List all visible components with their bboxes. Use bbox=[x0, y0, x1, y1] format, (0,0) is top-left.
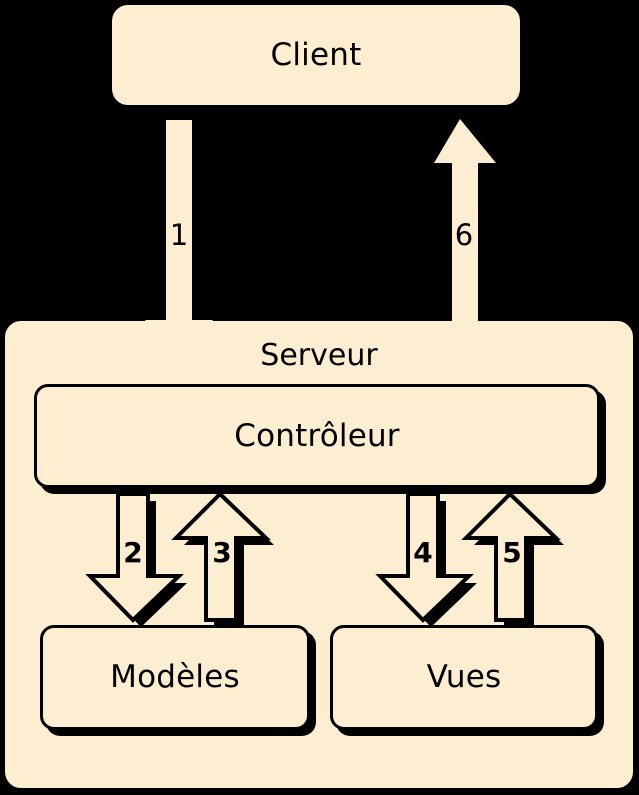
node-vues[interactable]: Vues bbox=[330, 625, 598, 730]
node-controleur[interactable]: Contrôleur bbox=[34, 384, 600, 488]
arrow-3: 3 bbox=[170, 491, 290, 632]
arrow-5-label: 5 bbox=[502, 536, 522, 569]
arrow-6-label: 6 bbox=[454, 218, 474, 252]
vues-label: Vues bbox=[426, 659, 502, 695]
arrow-1-label: 1 bbox=[169, 218, 189, 252]
node-modeles[interactable]: Modèles bbox=[40, 625, 310, 730]
controleur-label: Contrôleur bbox=[234, 417, 400, 454]
arrow-6: 6 bbox=[418, 115, 528, 385]
serveur-label: Serveur bbox=[260, 338, 378, 373]
arrow-2-label: 2 bbox=[123, 536, 143, 569]
arrow-1: 1 bbox=[133, 115, 243, 380]
arrow-3-label: 3 bbox=[212, 536, 232, 569]
node-client[interactable]: Client bbox=[112, 5, 520, 105]
modeles-label: Modèles bbox=[110, 659, 240, 695]
arrow-2: 2 bbox=[85, 492, 205, 632]
arrow-4: 4 bbox=[375, 492, 495, 632]
arrow-5: 5 bbox=[460, 491, 580, 632]
client-label: Client bbox=[270, 36, 362, 73]
arrow-4-label: 4 bbox=[413, 536, 433, 569]
